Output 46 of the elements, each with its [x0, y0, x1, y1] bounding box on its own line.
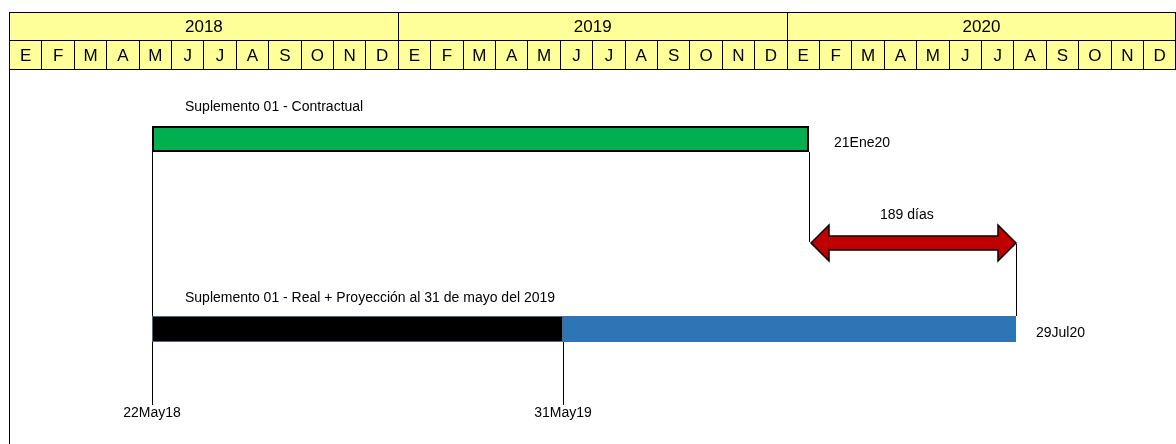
- bar-title: Suplemento 01 - Real + Proyección al 31 de mayo del 2019: [185, 289, 556, 306]
- month-header: D: [1143, 40, 1176, 70]
- month-header: J: [559, 40, 594, 70]
- month-header: M: [916, 40, 950, 70]
- month-header: N: [721, 40, 756, 70]
- month-header: A: [235, 40, 270, 70]
- month-header: A: [624, 40, 658, 70]
- month-header: A: [1013, 40, 1047, 70]
- month-header: N: [333, 40, 367, 70]
- month-header: E: [786, 40, 820, 70]
- date-label: 22May18: [123, 404, 181, 421]
- year-header: 2020: [786, 12, 1176, 41]
- month-header: M: [462, 40, 496, 70]
- month-header: D: [754, 40, 788, 70]
- date-label: 21Ene20: [834, 134, 891, 151]
- month-header: F: [430, 40, 464, 70]
- month-header: A: [106, 40, 140, 70]
- month-header: O: [689, 40, 723, 70]
- month-header: J: [948, 40, 982, 70]
- month-header: S: [268, 40, 302, 70]
- date-label: 31May19: [534, 404, 592, 421]
- month-header: F: [41, 40, 75, 70]
- month-header: A: [495, 40, 529, 70]
- month-header: O: [300, 40, 334, 70]
- year-header: 2018: [9, 12, 399, 41]
- month-header: J: [592, 40, 626, 70]
- year-header: 2019: [397, 12, 788, 41]
- month-header: J: [203, 40, 237, 70]
- month-header: F: [819, 40, 853, 70]
- date-label: 29Jul20: [1036, 324, 1086, 341]
- month-header: J: [981, 40, 1015, 70]
- month-header: M: [851, 40, 885, 70]
- month-header: J: [171, 40, 205, 70]
- month-header: S: [657, 40, 691, 70]
- duration-label: 189 días: [880, 206, 934, 223]
- month-header: S: [1045, 40, 1080, 70]
- bar-title: Suplemento 01 - Contractual: [185, 98, 364, 115]
- month-header: O: [1078, 40, 1112, 70]
- month-header: E: [9, 40, 43, 70]
- month-header: M: [527, 40, 561, 70]
- month-header: A: [883, 40, 918, 70]
- month-header: E: [397, 40, 432, 70]
- month-header: N: [1110, 40, 1144, 70]
- month-header: M: [73, 40, 108, 70]
- month-header: D: [365, 40, 399, 70]
- month-header: M: [138, 40, 172, 70]
